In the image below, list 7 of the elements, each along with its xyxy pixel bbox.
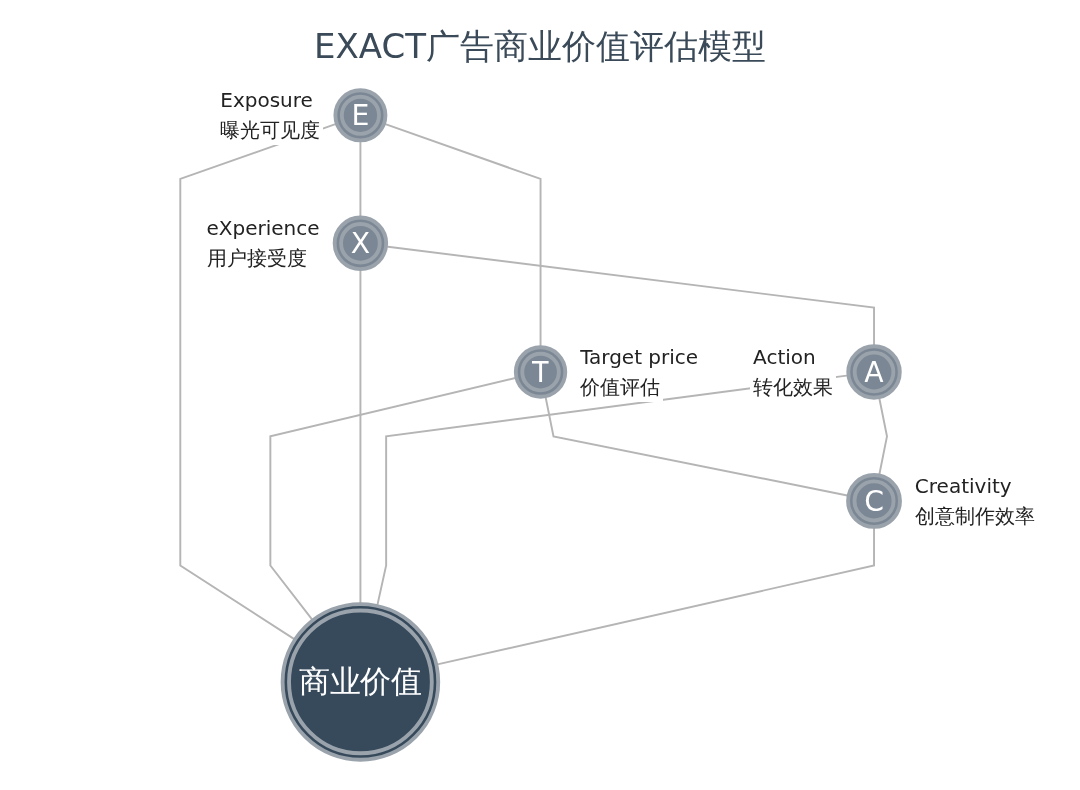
node-circle: X — [332, 215, 388, 271]
node-circle: 商业价值 — [280, 602, 441, 762]
title: EXACT广告商业价值评估模型 — [313, 25, 767, 68]
node-circle: E — [333, 88, 388, 143]
node-circle: A — [846, 344, 902, 400]
node-circle: C — [846, 473, 902, 529]
node-circle: T — [513, 345, 568, 399]
